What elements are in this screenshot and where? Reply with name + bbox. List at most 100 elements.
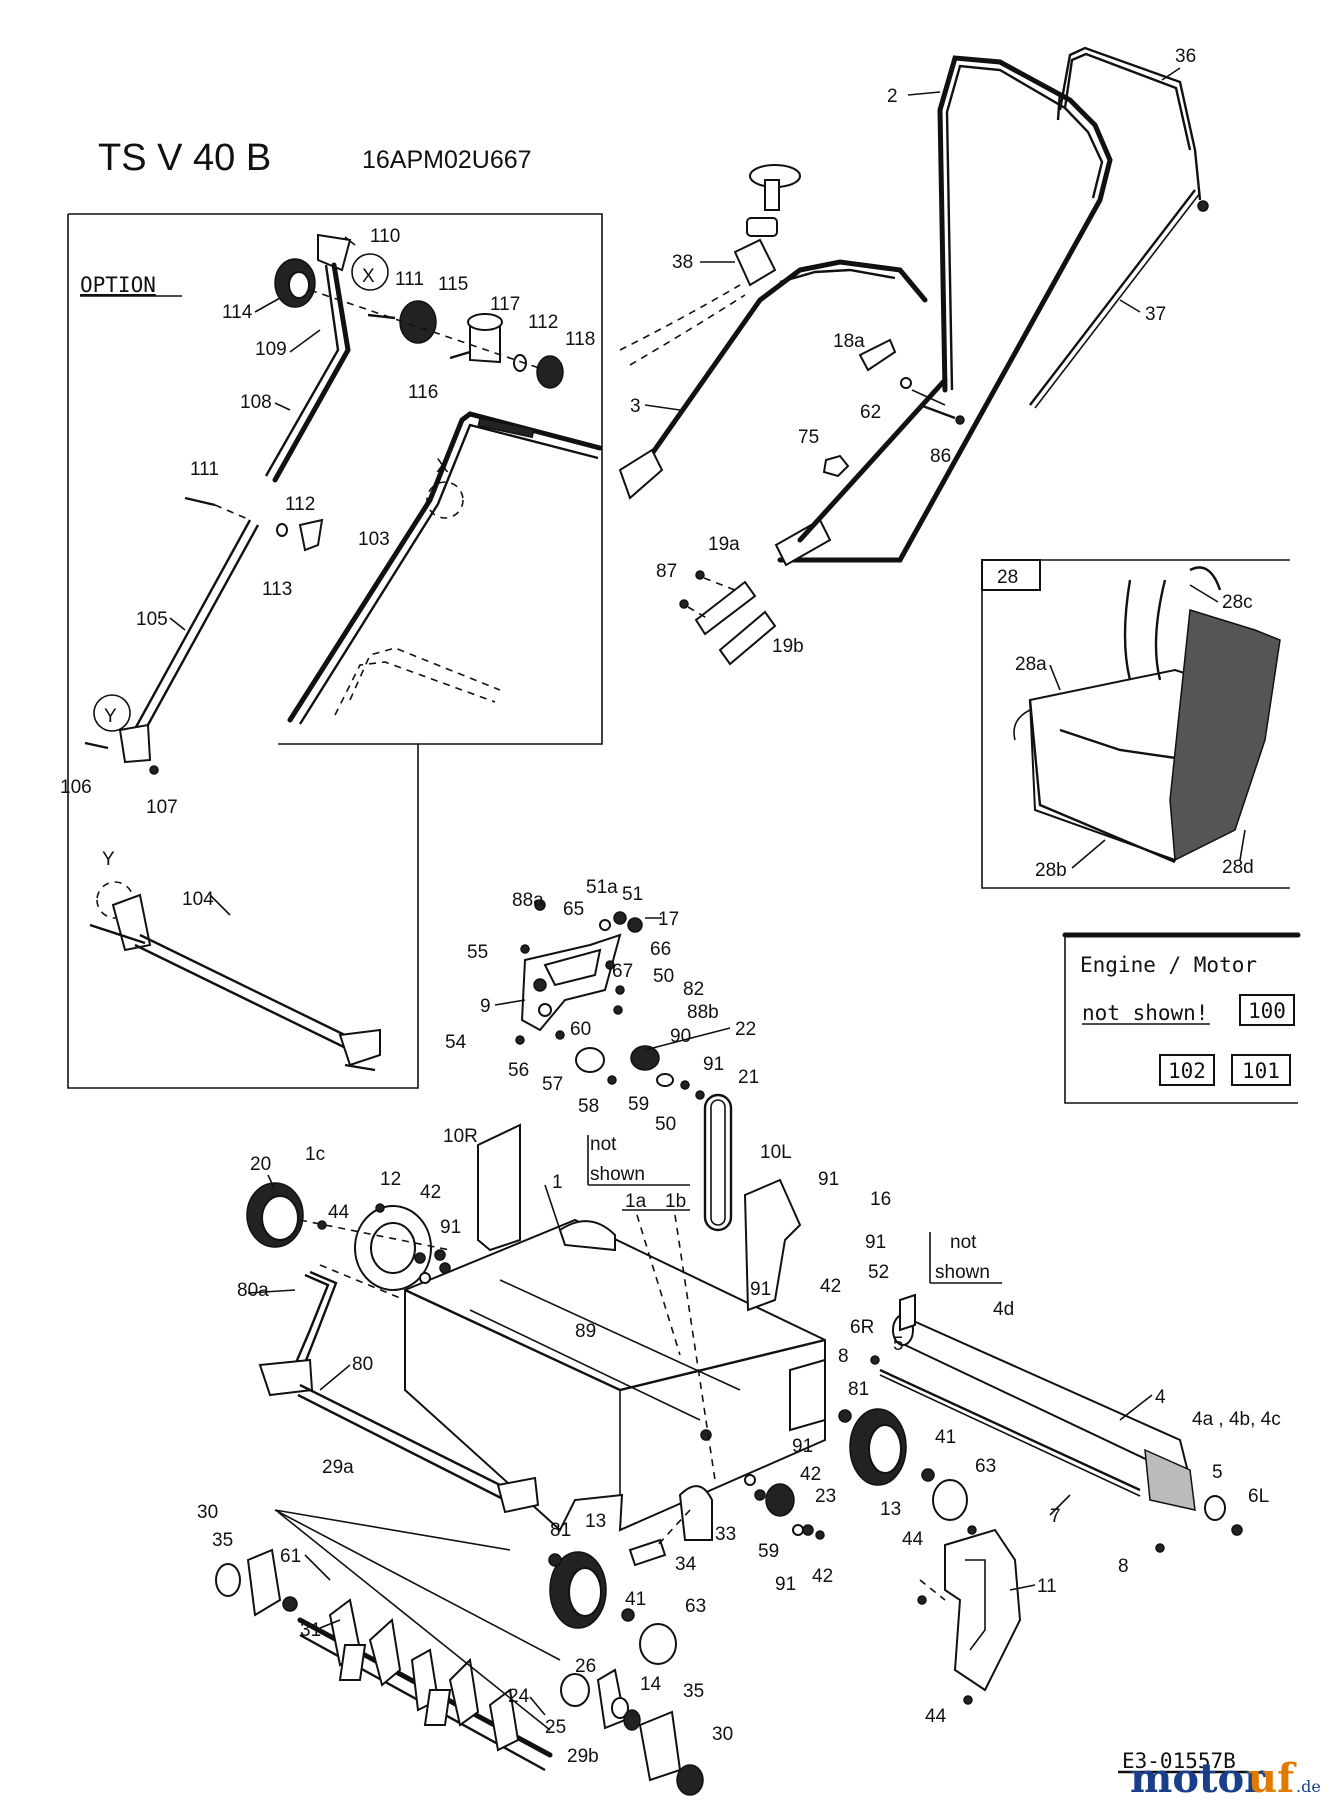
callout: 29a <box>322 1457 354 1478</box>
callout: 113 <box>262 579 292 600</box>
callout: 51a <box>586 877 618 898</box>
callout: 8 <box>1118 1556 1129 1577</box>
callout: 28d <box>1222 857 1254 878</box>
callout: 3 <box>630 396 641 417</box>
callout: 44 <box>328 1202 350 1223</box>
callout: 59 <box>758 1541 779 1562</box>
callout: 9 <box>480 996 491 1017</box>
callout: 88a <box>512 890 544 911</box>
watermark-logo: motor uf .de <box>1130 1755 1321 1800</box>
engine-code-102: 102 <box>1168 1059 1206 1083</box>
callout: 91 <box>750 1279 771 1300</box>
callout: 4a , 4b, 4c <box>1192 1409 1281 1430</box>
callout: 42 <box>800 1464 821 1485</box>
callout: 108 <box>240 392 272 413</box>
not-shown-1a: not <box>590 1134 617 1155</box>
callout: 28b <box>1035 860 1067 881</box>
callout: 91 <box>440 1217 461 1238</box>
box-28-label: 28 <box>997 567 1018 588</box>
callout: 50 <box>655 1114 676 1135</box>
callout: 106 <box>60 777 92 798</box>
callout: 44 <box>925 1706 947 1727</box>
callout: 6R <box>850 1317 874 1338</box>
option-parts <box>84 233 603 1072</box>
option-label: OPTION <box>80 273 156 297</box>
callout: 19a <box>708 534 740 555</box>
engine-title: Engine / Motor <box>1080 953 1257 977</box>
callout: 42 <box>420 1182 441 1203</box>
right-side-parts <box>870 1293 1243 1705</box>
callout: X <box>436 456 449 477</box>
callout: 54 <box>445 1032 467 1053</box>
callout: 30 <box>712 1724 733 1745</box>
callout: 35 <box>212 1530 233 1551</box>
callout: 34 <box>675 1554 697 1575</box>
callout: 81 <box>848 1379 869 1400</box>
callout: 63 <box>975 1456 996 1477</box>
callout: 33 <box>715 1524 736 1545</box>
callout: 88b <box>687 1002 719 1023</box>
callout: 1 <box>552 1172 563 1193</box>
callout: 59 <box>628 1094 649 1115</box>
callout: 4d <box>993 1299 1014 1320</box>
callout: 90 <box>670 1026 691 1047</box>
callout: 112 <box>528 312 558 333</box>
callout: 29b <box>567 1746 599 1767</box>
callout: 109 <box>255 339 287 360</box>
callout: 23 <box>815 1486 836 1507</box>
handle-assembly <box>618 46 1209 666</box>
callout: 2 <box>887 86 898 107</box>
callout: 91 <box>792 1436 813 1457</box>
callout: 67 <box>612 961 633 982</box>
callout: 118 <box>565 329 595 350</box>
callout: 114 <box>222 302 253 323</box>
leader-lines <box>169 67 1246 1716</box>
callout: 50 <box>653 966 674 987</box>
callout: 52 <box>868 1262 889 1283</box>
callout: 1b <box>665 1191 686 1212</box>
callout-labels: 2 36 38 37 18a 62 3 75 86 19a 87 19b 110… <box>60 46 1281 1767</box>
callout: 38 <box>672 252 693 273</box>
model-title: TS V 40 B <box>98 137 271 179</box>
callout: 91 <box>703 1054 724 1075</box>
callout: 110 <box>370 226 400 247</box>
engine-note: not shown! <box>1082 1001 1208 1025</box>
option-frame: OPTION <box>67 213 603 1089</box>
callout: 112 <box>285 494 315 515</box>
option-detail-y: Y <box>104 706 117 727</box>
model-code: 16APM02U667 <box>362 146 532 174</box>
callout: 75 <box>798 427 819 448</box>
engine-code-101: 101 <box>1242 1059 1280 1083</box>
callout: 21 <box>738 1067 759 1088</box>
callout: 19b <box>772 636 804 657</box>
callout: 12 <box>380 1169 401 1190</box>
callout: 56 <box>508 1060 529 1081</box>
callout: 7 <box>1050 1506 1061 1527</box>
not-shown-2a: not <box>950 1232 977 1253</box>
callout: 16 <box>870 1189 891 1210</box>
callout: 111 <box>190 459 219 480</box>
callout: 91 <box>865 1232 886 1253</box>
watermark-part1: motor <box>1130 1755 1266 1800</box>
callout: 80a <box>237 1280 269 1301</box>
callout: 66 <box>650 939 671 960</box>
callout: 81 <box>550 1520 571 1541</box>
callout: 14 <box>640 1674 662 1695</box>
grass-catcher-box: 28 <box>981 559 1290 889</box>
callout: 87 <box>656 561 677 582</box>
callout: 41 <box>935 1427 956 1448</box>
callout: 10R <box>443 1126 478 1147</box>
callout: 57 <box>542 1074 563 1095</box>
callout: 91 <box>818 1169 839 1190</box>
left-drive-parts <box>246 1182 540 1514</box>
callout: 58 <box>578 1096 599 1117</box>
callout: 89 <box>575 1321 596 1342</box>
callout: 13 <box>585 1511 606 1532</box>
callout: 5 <box>893 1334 904 1355</box>
callout: 18a <box>833 331 865 352</box>
callout: 62 <box>860 402 881 423</box>
height-adjuster-assembly <box>515 899 733 1232</box>
callout: 63 <box>685 1596 706 1617</box>
callout: 5 <box>1212 1462 1223 1483</box>
